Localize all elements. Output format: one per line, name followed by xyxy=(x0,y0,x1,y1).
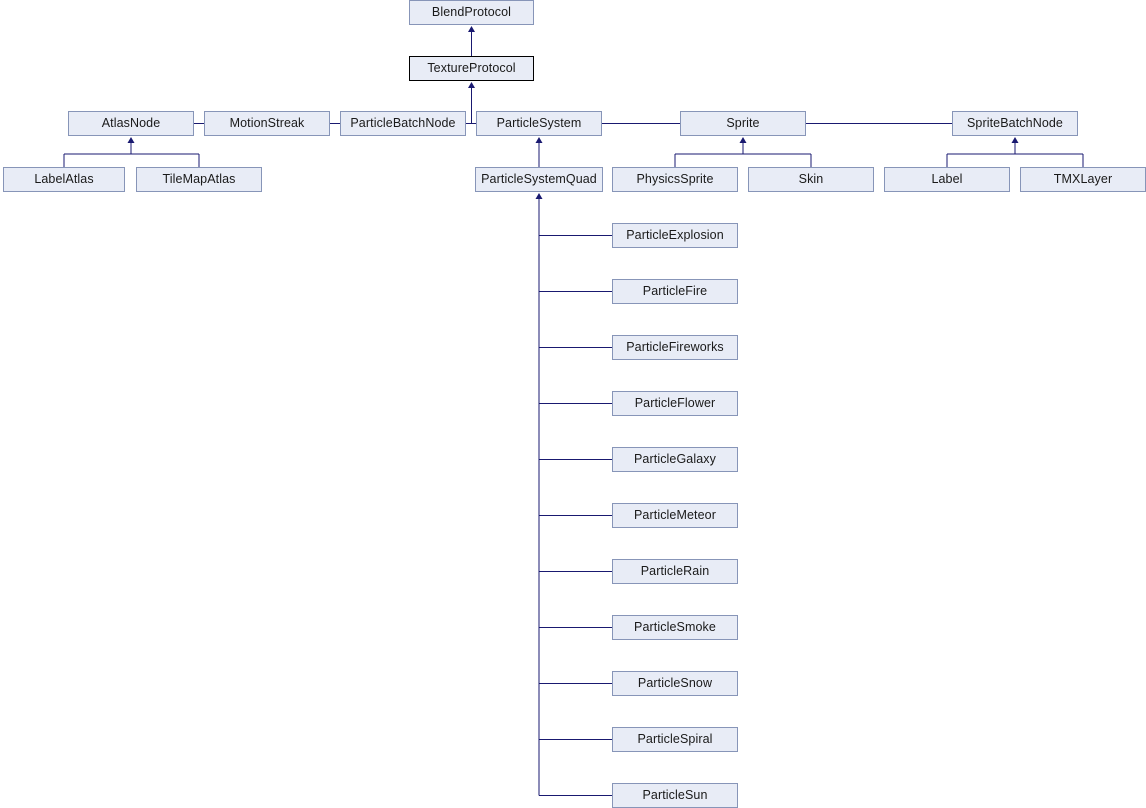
class-node-label: SpriteBatchNode xyxy=(966,116,1063,131)
class-node-spritebatchnode[interactable]: SpriteBatchNode xyxy=(952,111,1078,136)
class-node-label: TMXLayer xyxy=(1053,172,1113,187)
class-node-label: ParticleGalaxy xyxy=(634,452,716,467)
class-node-particlegalaxy[interactable]: ParticleGalaxy xyxy=(612,447,738,472)
class-node-label: Label xyxy=(931,172,963,187)
inheritance-arrowhead xyxy=(739,137,747,143)
class-node-sprite[interactable]: Sprite xyxy=(680,111,806,136)
class-node-label: ParticleFire xyxy=(642,284,708,299)
class-node-label: TextureProtocol xyxy=(427,61,516,76)
class-node-label: BlendProtocol xyxy=(431,5,512,20)
class-node-label: Skin xyxy=(798,172,824,187)
class-node-atlasnode[interactable]: AtlasNode xyxy=(68,111,194,136)
class-node-particlesun[interactable]: ParticleSun xyxy=(612,783,738,808)
inheritance-arrowhead xyxy=(127,137,135,143)
class-node-blendprotocol[interactable]: BlendProtocol xyxy=(409,0,534,25)
class-node-tilemapatlas[interactable]: TileMapAtlas xyxy=(136,167,262,192)
class-node-physicssprite[interactable]: PhysicsSprite xyxy=(612,167,738,192)
class-node-particlesmoke[interactable]: ParticleSmoke xyxy=(612,615,738,640)
class-node-label: LabelAtlas xyxy=(34,172,94,187)
class-node-motionstreak[interactable]: MotionStreak xyxy=(204,111,330,136)
class-node-label: ParticleSnow xyxy=(637,676,713,691)
class-node-skin[interactable]: Skin xyxy=(748,167,874,192)
class-node-label: ParticleMeteor xyxy=(634,508,716,523)
class-node-particlesystem[interactable]: ParticleSystem xyxy=(476,111,602,136)
class-node-particlespiral[interactable]: ParticleSpiral xyxy=(612,727,738,752)
class-node-label: ParticleExplosion xyxy=(626,228,724,243)
class-node-label: ParticleFlower xyxy=(634,396,716,411)
inheritance-arrowhead xyxy=(535,193,543,199)
class-node-labelatlas[interactable]: LabelAtlas xyxy=(3,167,125,192)
class-node-label: MotionStreak xyxy=(229,116,305,131)
class-node-label: ParticleSystemQuad xyxy=(481,172,597,187)
inheritance-arrowhead xyxy=(1011,137,1019,143)
inheritance-arrowhead xyxy=(468,26,475,32)
class-node-label: ParticleBatchNode xyxy=(350,116,456,131)
class-node-label: AtlasNode xyxy=(101,116,161,131)
class-node-tmxlayer[interactable]: TMXLayer xyxy=(1020,167,1146,192)
class-node-particlebatchnode[interactable]: ParticleBatchNode xyxy=(340,111,466,136)
class-node-particlesystemquad[interactable]: ParticleSystemQuad xyxy=(475,167,603,192)
class-node-label: ParticleRain xyxy=(640,564,710,579)
class-node-textureprotocol[interactable]: TextureProtocol xyxy=(409,56,534,81)
class-node-label: PhysicsSprite xyxy=(636,172,714,187)
class-node-particlefire[interactable]: ParticleFire xyxy=(612,279,738,304)
class-node-particlemeteor[interactable]: ParticleMeteor xyxy=(612,503,738,528)
inheritance-arrowhead xyxy=(468,82,475,88)
inheritance-arrowhead xyxy=(535,137,543,143)
class-node-label: TileMapAtlas xyxy=(162,172,236,187)
class-node-label: Sprite xyxy=(726,116,760,131)
class-node-label[interactable]: Label xyxy=(884,167,1010,192)
class-node-label: ParticleSun xyxy=(642,788,708,803)
class-node-label: ParticleFireworks xyxy=(626,340,724,355)
class-node-particleexplosion[interactable]: ParticleExplosion xyxy=(612,223,738,248)
class-node-particlesnow[interactable]: ParticleSnow xyxy=(612,671,738,696)
class-node-particleflower[interactable]: ParticleFlower xyxy=(612,391,738,416)
class-node-label: ParticleSpiral xyxy=(637,732,713,747)
class-node-particlerain[interactable]: ParticleRain xyxy=(612,559,738,584)
class-node-label: ParticleSmoke xyxy=(634,620,716,635)
class-node-label: ParticleSystem xyxy=(496,116,582,131)
class-node-particlefireworks[interactable]: ParticleFireworks xyxy=(612,335,738,360)
